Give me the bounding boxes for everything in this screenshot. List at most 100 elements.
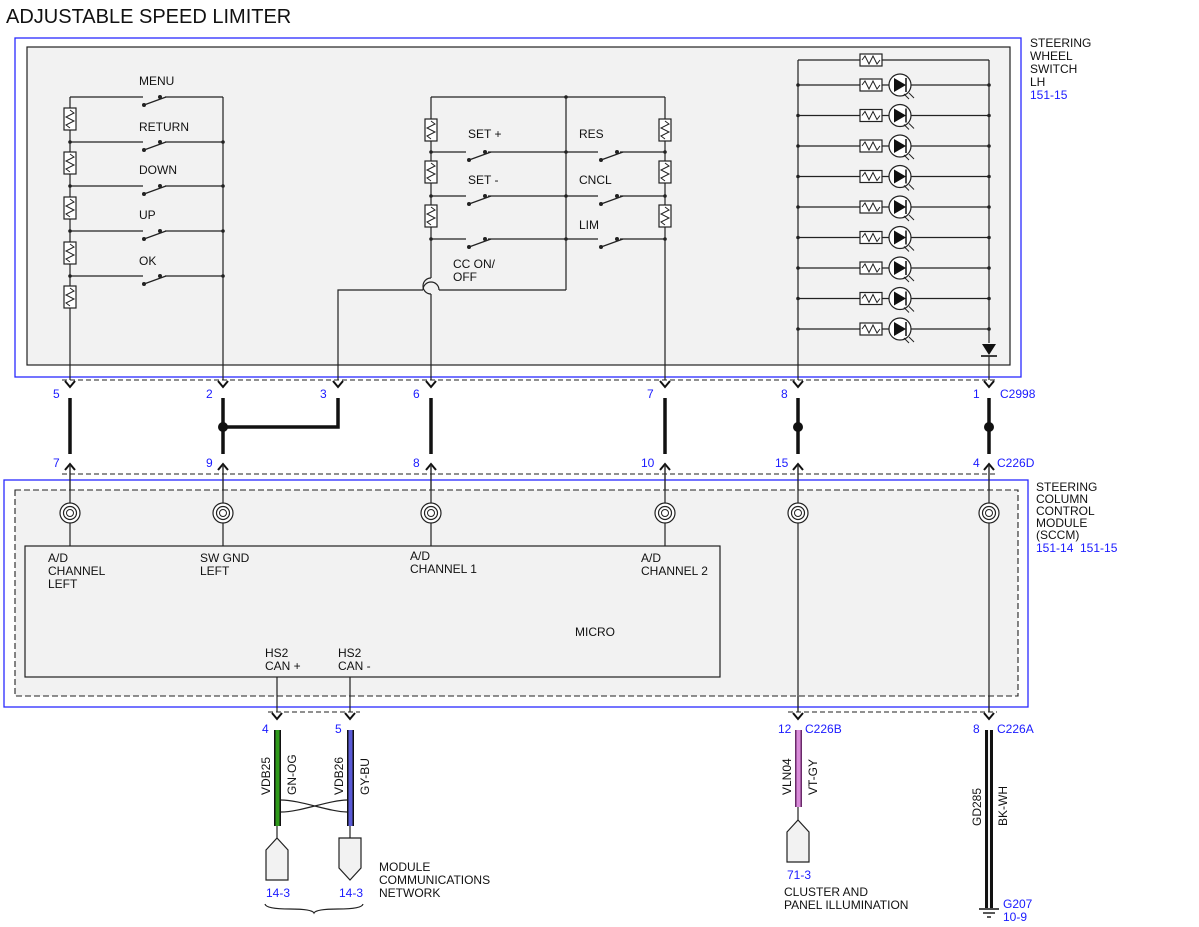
switch-label-lim: LIM — [579, 218, 599, 232]
switch-label-return: RETURN — [139, 120, 189, 134]
twisted-pair — [280, 799, 348, 813]
sccm-input-1-line1: A/D — [48, 551, 68, 565]
sccm-input-2-line2: LEFT — [200, 564, 230, 578]
led-row — [796, 256, 991, 283]
sccm-input-3-line1: A/D — [410, 549, 430, 563]
c226d-pin-4: 10 — [641, 456, 655, 470]
resistor-icon — [859, 291, 883, 306]
resistor-icon — [859, 139, 883, 153]
c2998-pin-5: 7 — [647, 387, 654, 401]
sccm-name-4: MODULE — [1036, 516, 1087, 530]
illumination-led-ladder — [796, 53, 997, 380]
c226d-pin-1: 7 — [53, 456, 60, 470]
sccm-outline — [3, 479, 1029, 708]
wire-column-3 — [223, 380, 344, 429]
swlh-body — [26, 46, 1011, 366]
led-row — [796, 317, 991, 344]
resistor-icon — [859, 108, 883, 123]
sccm-input-4-line1: A/D — [641, 551, 661, 565]
swlh-name-1: STEERING — [1030, 36, 1091, 50]
resistor-icon — [859, 200, 883, 214]
ground-ref[interactable]: 10-9 — [1003, 910, 1027, 924]
diode-symbol — [982, 344, 996, 355]
center-switch-ladder — [337, 95, 672, 380]
c226d-pin-3: 8 — [413, 456, 420, 470]
c2998-pin-1: 5 — [53, 387, 60, 401]
resistor-icon — [859, 230, 883, 245]
c2998-pin-6: 8 — [781, 387, 788, 401]
c226a-label[interactable]: C226A — [997, 722, 1034, 736]
led-row — [796, 103, 991, 131]
switch-label-down: DOWN — [139, 163, 177, 177]
wire-vln04 — [795, 730, 802, 820]
switch-label-menu: MENU — [139, 74, 174, 88]
wire-vdb26-pin: 5 — [335, 722, 342, 736]
c226b-pin: 12 — [778, 722, 792, 736]
wire-vdb26-circuit: VDB26 — [332, 757, 346, 795]
switch-label-set-plus: SET + — [468, 127, 501, 141]
network-label-1: MODULE — [379, 860, 430, 874]
c226d-label[interactable]: C226D — [997, 456, 1035, 470]
wire-vdb25-color: GN-OG — [285, 754, 299, 795]
swlh-name-4: LH — [1030, 75, 1045, 89]
swlh-name-2: WHEEL — [1030, 49, 1073, 63]
sccm-ref-link-2[interactable]: 151-15 — [1080, 541, 1118, 555]
resistor-icon — [859, 169, 883, 184]
led-row — [796, 225, 991, 253]
c226b-label[interactable]: C226B — [805, 722, 842, 736]
wire-gd285 — [985, 730, 993, 908]
wire-vdb25-circuit: VDB25 — [259, 757, 273, 795]
switch-label-up: UP — [139, 208, 156, 222]
network-label-2: COMMUNICATIONS — [379, 873, 490, 887]
can-lo-line1: HS2 — [338, 646, 362, 660]
sccm-input-1-line3: LEFT — [48, 577, 78, 591]
network-ref-a[interactable]: 14-3 — [266, 886, 290, 900]
resistor-icon — [859, 322, 883, 336]
led-row — [796, 195, 991, 222]
network-offpage-a[interactable] — [265, 837, 289, 881]
switch-label-set-minus: SET - — [468, 173, 498, 187]
c2998-pin-7: 1 — [973, 387, 980, 401]
sccm-input-1-line2: CHANNEL — [48, 564, 106, 578]
switch-label-cc-off: OFF — [453, 270, 477, 284]
cluster-ref[interactable]: 71-3 — [787, 868, 811, 882]
can-hi-line1: HS2 — [265, 646, 289, 660]
micro-label: MICRO — [575, 625, 615, 639]
ground-icon — [979, 908, 999, 918]
wire-vdb25 — [274, 730, 281, 826]
can-lo-line2: CAN - — [338, 659, 371, 673]
c2998-pin-2: 2 — [206, 387, 213, 401]
sccm-name-5: (SCCM) — [1036, 528, 1079, 542]
network-offpage-b[interactable] — [338, 837, 362, 881]
sccm-name-2: COLUMN — [1036, 492, 1088, 506]
wire-vln04-color: VT-GY — [806, 759, 820, 795]
sccm-input-3-line2: CHANNEL 1 — [410, 562, 477, 576]
led-row — [796, 286, 991, 314]
swlh-ref-link[interactable]: 151-15 — [1030, 88, 1068, 102]
switch-label-res: RES — [579, 127, 604, 141]
wire-gd285-color: BK-WH — [996, 786, 1010, 826]
network-brace — [264, 903, 364, 915]
c2998-pin-3: 3 — [320, 387, 327, 401]
wire-vdb26 — [347, 730, 354, 826]
wire-vdb25-pin: 4 — [262, 722, 269, 736]
sccm-name-1: STEERING — [1036, 480, 1097, 494]
led-row — [796, 134, 991, 161]
cluster-offpage[interactable] — [786, 819, 810, 863]
led-row — [796, 164, 991, 192]
c2998-label[interactable]: C2998 — [1000, 387, 1036, 401]
network-ref-b[interactable]: 14-3 — [339, 886, 363, 900]
ground-label[interactable]: G207 — [1003, 897, 1033, 911]
c226d-pin-2: 9 — [206, 456, 213, 470]
led-row — [796, 73, 991, 100]
swlh-name-3: SWITCH — [1030, 62, 1077, 76]
sccm-input-4-line2: CHANNEL 2 — [641, 564, 708, 578]
wire-vln04-circuit: VLN04 — [780, 758, 794, 795]
sccm-ref-link-1[interactable]: 151-14 — [1036, 541, 1074, 555]
c226d-pin-5: 15 — [775, 456, 789, 470]
switch-label-cc-on: CC ON/ — [453, 257, 496, 271]
sccm-input-2-line1: SW GND — [200, 551, 250, 565]
network-label-3: NETWORK — [379, 886, 440, 900]
switch-label-cncl: CNCL — [579, 173, 612, 187]
